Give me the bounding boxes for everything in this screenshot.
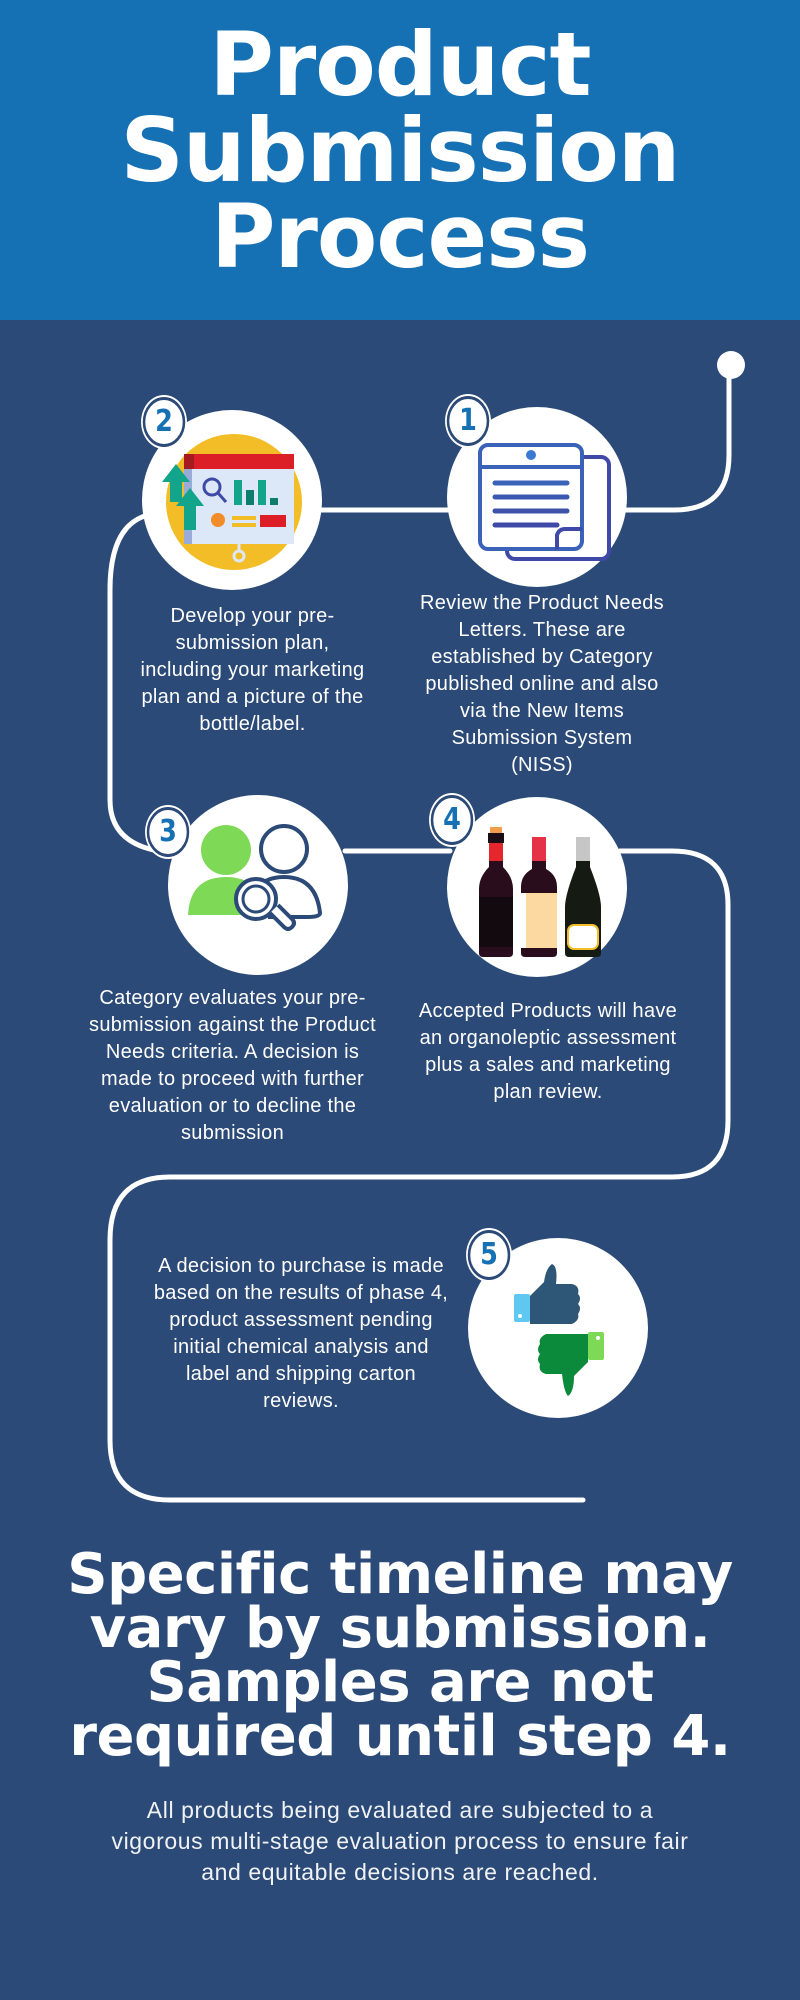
step-5-description: A decision to purchase is made based on … (153, 1255, 449, 1412)
step-4-description: Accepted Products will have an organolep… (418, 1000, 678, 1103)
timeline-notice-heading: Specific timeline may vary by submission… (0, 1542, 800, 1769)
title-line: Product (209, 13, 591, 116)
wine-bottles-icon (479, 827, 601, 957)
title-line: Process (211, 185, 590, 288)
step-3-icon-circle (168, 795, 348, 975)
headline-line: required until step 4. (69, 1704, 731, 1769)
thumbs-up-down-icon (514, 1264, 604, 1396)
title-line: Submission (120, 99, 681, 202)
presentation-board-chart-icon (162, 434, 302, 570)
step-3-description: Category evaluates your pre-submission a… (89, 987, 376, 1144)
step-5-badge: 5 (467, 1230, 511, 1280)
headline-line: vary by submission. (89, 1596, 711, 1661)
headline-line: Samples are not (146, 1650, 654, 1715)
evaluation-process-note: All products being evaluated are subject… (111, 1797, 689, 1885)
step-3-badge: 3 (146, 807, 190, 857)
step-1-description: Review the Product Needs Letters. These … (420, 592, 664, 776)
step-2-badge: 2 (142, 397, 186, 447)
headline-line: Specific timeline may (67, 1542, 733, 1607)
header-banner: Product Submission Process (0, 0, 800, 320)
step-4-icon-circle (447, 797, 627, 977)
user-search-magnifier-icon (188, 824, 323, 931)
step-4-badge: 4 (430, 795, 474, 845)
step-1-badge: 1 (446, 396, 490, 446)
step-2-description: Develop your pre-submission plan, includ… (140, 605, 365, 735)
page-title: Product Submission Process (0, 13, 800, 288)
start-dot (717, 351, 745, 379)
document-letters-icon (478, 443, 611, 561)
step-2-icon-circle (142, 410, 322, 590)
